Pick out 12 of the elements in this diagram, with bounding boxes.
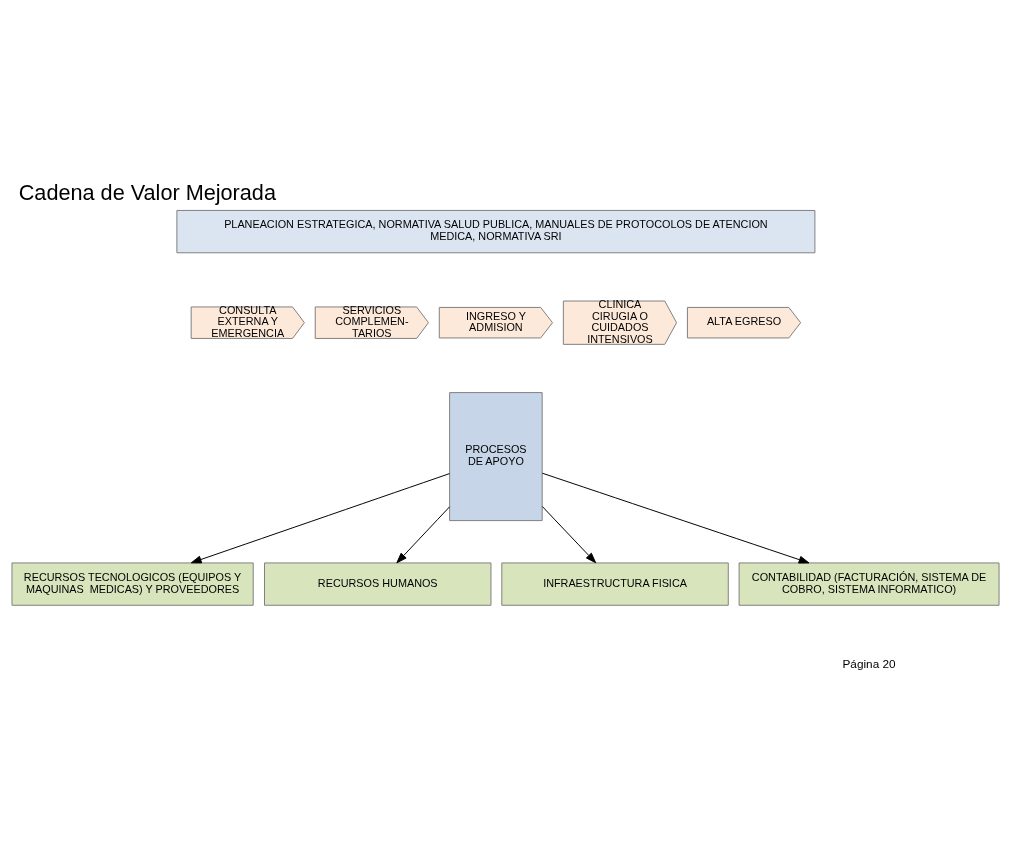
node-box: RECURSOS TECNOLOGICOS (EQUIPOS Y MAQUINAS MEDICAS) Y PROVEEDORES — [11, 561, 254, 606]
arrow — [396, 505, 451, 563]
diagram-title: Cadena de Valor Mejorada — [18, 179, 276, 205]
node-box: PROCESOS DE APOYO — [449, 391, 543, 521]
arrow — [541, 472, 810, 564]
node-box: RECURSOS HUMANOS — [264, 561, 492, 606]
arrow — [190, 472, 450, 563]
node-box: PLANEACION ESTRATEGICA, NORMATIVA SALUD PUBLICA, MANUALES DE PROTOCOLOS DE ATENCION MEDICA, NORMATIVA SRI — [176, 209, 816, 253]
label: Página 20 — [842, 656, 896, 671]
node-box: CONTABILIDAD (FACTURACIÓN, SISTEMA DE COBRO, SISTEMA INFORMATICO) — [738, 561, 1000, 606]
arrow — [541, 505, 597, 563]
node-box: INFRAESTRUCTURA FISICA — [501, 561, 729, 606]
